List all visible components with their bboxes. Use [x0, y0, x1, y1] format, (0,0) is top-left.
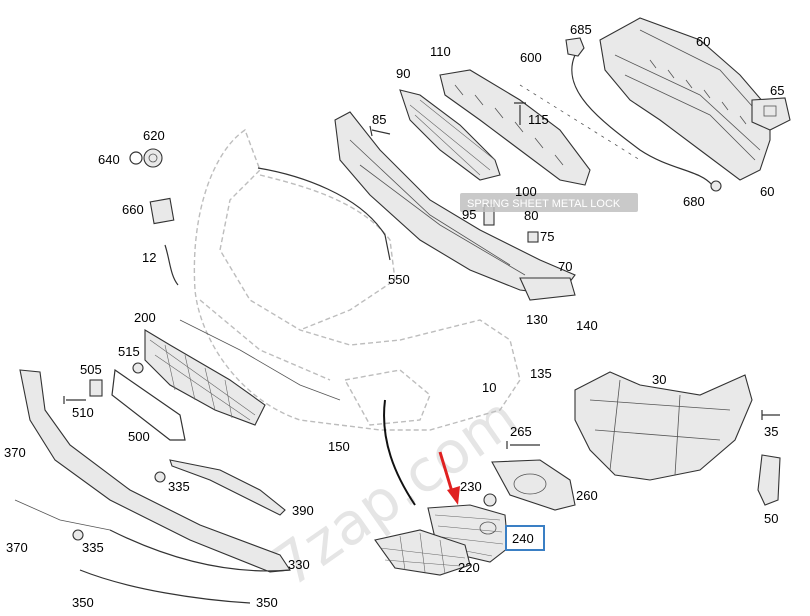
label-70[interactable]: 70 — [558, 259, 572, 274]
label-370-top[interactable]: 370 — [4, 445, 26, 460]
label-75[interactable]: 75 — [540, 229, 554, 244]
label-260[interactable]: 260 — [576, 488, 598, 503]
part-510-bolt[interactable] — [63, 396, 86, 404]
part-200-lower-grille[interactable] — [144, 329, 266, 426]
part-390-trim[interactable] — [169, 459, 286, 516]
tooltip: SPRING SHEET METAL LOCK — [460, 193, 638, 212]
label-550[interactable]: 550 — [388, 272, 410, 287]
label-100[interactable]: 100 — [515, 184, 537, 199]
label-30[interactable]: 30 — [652, 372, 666, 387]
part-350-strip[interactable] — [79, 569, 251, 604]
label-505[interactable]: 505 — [80, 362, 102, 377]
part-370-spoiler-strip[interactable] — [19, 369, 291, 573]
part-labels: 685 60 600 110 90 65 115 85 620 640 60 1… — [4, 22, 784, 610]
callout-240[interactable]: 240 — [505, 525, 545, 551]
label-115[interactable]: 115 — [528, 112, 549, 127]
part-10-bumper-cover[interactable] — [193, 128, 521, 431]
label-10[interactable]: 10 — [482, 380, 496, 395]
label-220[interactable]: 220 — [458, 560, 480, 575]
part-505-clip[interactable] — [89, 379, 103, 397]
label-60-right[interactable]: 60 — [760, 184, 774, 199]
part-620-sensor[interactable] — [143, 148, 163, 168]
label-95[interactable]: 95 — [462, 207, 476, 222]
label-150[interactable]: 150 — [328, 439, 350, 454]
label-200[interactable]: 200 — [134, 310, 156, 325]
label-230[interactable]: 230 — [460, 479, 482, 494]
label-135[interactable]: 135 — [530, 366, 552, 381]
part-680-sensor[interactable] — [710, 180, 722, 192]
label-620[interactable]: 620 — [143, 128, 165, 143]
label-640[interactable]: 640 — [98, 152, 120, 167]
label-515[interactable]: 515 — [118, 344, 140, 359]
label-660[interactable]: 660 — [122, 202, 144, 217]
label-80[interactable]: 80 — [524, 208, 538, 223]
part-640-ring[interactable] — [129, 151, 143, 165]
label-600[interactable]: 600 — [520, 50, 542, 65]
label-130[interactable]: 130 — [526, 312, 548, 327]
label-685[interactable]: 685 — [570, 22, 592, 37]
label-335-bottom[interactable]: 335 — [82, 540, 104, 555]
label-110[interactable]: 110 — [430, 44, 451, 59]
part-35-bolt[interactable] — [761, 410, 780, 420]
label-680[interactable]: 680 — [683, 194, 705, 209]
label-50[interactable]: 50 — [764, 511, 778, 526]
label-35[interactable]: 35 — [764, 424, 778, 439]
label-330[interactable]: 330 — [288, 557, 310, 572]
part-30-crossmember[interactable] — [574, 371, 753, 481]
part-660-sensor-holder[interactable] — [149, 197, 175, 225]
label-85[interactable]: 85 — [372, 112, 386, 127]
part-150-bumper-lower[interactable] — [179, 319, 341, 401]
part-500-grille-strip[interactable] — [111, 368, 186, 441]
callout-240-label: 240 — [512, 531, 534, 546]
label-60-top[interactable]: 60 — [696, 34, 710, 49]
part-370-lower-strip[interactable] — [14, 499, 111, 531]
part-220-mesh[interactable] — [374, 529, 471, 576]
label-12[interactable]: 12 — [142, 250, 156, 265]
part-60-upper-absorber[interactable] — [599, 17, 771, 181]
part-335-clip-b[interactable] — [72, 529, 84, 541]
part-fog-wiring[interactable] — [383, 399, 416, 506]
label-370-bottom[interactable]: 370 — [6, 540, 28, 555]
part-265-bolt[interactable] — [506, 441, 540, 449]
part-685-clip[interactable] — [565, 37, 585, 57]
label-350-left[interactable]: 350 — [72, 595, 94, 610]
part-75-clip[interactable] — [527, 231, 539, 243]
label-265[interactable]: 265 — [510, 424, 532, 439]
part-110-upper-frame[interactable] — [439, 69, 591, 186]
tooltip-text: SPRING SHEET METAL LOCK — [467, 198, 621, 210]
part-65-bracket[interactable] — [751, 97, 791, 131]
label-350-right[interactable]: 350 — [256, 595, 278, 610]
label-500[interactable]: 500 — [128, 429, 150, 444]
part-12-cable[interactable] — [164, 244, 179, 286]
part-600-cable[interactable] — [519, 54, 713, 186]
label-65[interactable]: 65 — [770, 83, 784, 98]
part-230-clip[interactable] — [483, 493, 497, 507]
part-515-clip[interactable] — [132, 362, 144, 374]
part-260-fog-frame[interactable] — [491, 459, 576, 511]
label-140[interactable]: 140 — [576, 318, 598, 333]
part-335-clip-a[interactable] — [154, 471, 166, 483]
part-115-bolt[interactable] — [514, 102, 526, 125]
part-70-bracket[interactable] — [519, 277, 576, 301]
label-90[interactable]: 90 — [396, 66, 410, 81]
part-330-strip[interactable] — [109, 529, 291, 572]
highlight-arrow — [438, 451, 460, 505]
part-550-trim-strip[interactable] — [257, 167, 391, 261]
part-50-bracket[interactable] — [757, 454, 781, 506]
label-510[interactable]: 510 — [72, 405, 94, 420]
part-90-grille-frame[interactable] — [399, 89, 501, 181]
label-335-top[interactable]: 335 — [168, 479, 190, 494]
part-85-screw[interactable] — [369, 125, 391, 137]
label-390[interactable]: 390 — [292, 503, 314, 518]
